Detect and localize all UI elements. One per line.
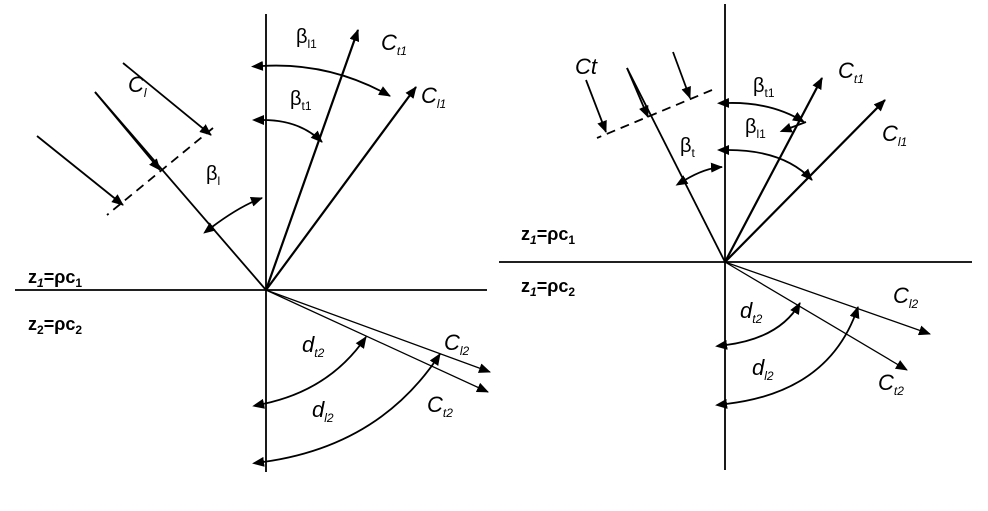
right-label-refl-long: Cl1 (882, 121, 907, 149)
left-label-impedance-1: z1=ρc1 (28, 267, 82, 290)
left-label-impedance-2: z2=ρc2 (28, 314, 82, 337)
left-label-d-l2: dl2 (312, 397, 334, 425)
right-diagram: Ct Ct1 Cl1 Cl2 Ct2 βt1 βl1 βt dt2 dl2 z1… (499, 4, 972, 470)
right-label-beta-t1: βt1 (753, 75, 775, 100)
left-label-d-t2: dt2 (302, 332, 325, 360)
left-label-refr-long: Cl2 (444, 330, 470, 358)
right-incident-ray-1 (585, 79, 607, 133)
right-arc-d-l2 (715, 306, 860, 409)
right-wavefront (596, 89, 713, 139)
right-label-refr-long: Cl2 (893, 283, 919, 311)
left-label-refl-long: Cl1 (421, 83, 446, 111)
right-reflected-long-ray (724, 99, 886, 263)
left-label-beta-l1: βl1 (296, 26, 317, 51)
right-refracted-long-ray (724, 261, 931, 336)
right-incident-ray-mid (626, 67, 649, 118)
right-arc-d-t2 (715, 302, 801, 350)
right-label-refl-trans: Ct1 (838, 58, 864, 86)
right-label-d-l2: dl2 (752, 355, 774, 383)
left-arc-d-l2 (252, 353, 441, 467)
left-label-incident-long: Cl (128, 72, 147, 100)
right-arc-beta-l1-lower (717, 145, 813, 181)
right-arc-beta-t1 (717, 97, 805, 123)
left-label-beta-l: βl (206, 163, 220, 188)
left-incident-ray-1 (36, 135, 124, 206)
left-incident-ray-mid (94, 91, 161, 171)
right-label-refr-trans: Ct2 (878, 370, 904, 398)
right-incident-ray-3 (672, 51, 691, 99)
left-arc-beta-l1 (251, 60, 391, 97)
left-label-refl-trans: Ct1 (381, 30, 407, 58)
right-arc-beta-l1 (779, 121, 807, 133)
left-diagram: Cl Ct1 Cl1 Cl2 Ct2 βl1 βt1 βl dt2 dl2 z1… (15, 14, 491, 472)
left-wavefront (106, 127, 214, 216)
right-label-beta-l1: βl1 (745, 116, 766, 141)
left-label-refr-trans: Ct2 (427, 392, 453, 420)
right-label-impedance-2: z1=ρc2 (521, 276, 575, 299)
left-refracted-long-ray (265, 289, 491, 373)
right-label-d-t2: dt2 (740, 298, 763, 326)
right-label-beta-t: βt (680, 135, 696, 160)
right-label-impedance-1: z1=ρc1 (521, 224, 575, 247)
right-reflected-trans-ray (724, 77, 823, 263)
left-label-beta-t1: βt1 (290, 88, 312, 113)
left-refracted-trans-ray (265, 289, 489, 393)
left-arc-beta-l (203, 197, 263, 234)
left-reflected-long-ray (265, 86, 417, 291)
left-arc-beta-t1 (252, 115, 323, 143)
right-incident-ray-2 (626, 67, 726, 263)
left-incident-ray-3 (122, 62, 212, 136)
right-arc-beta-t (675, 162, 723, 186)
right-label-incident-trans: Ct (575, 54, 598, 79)
